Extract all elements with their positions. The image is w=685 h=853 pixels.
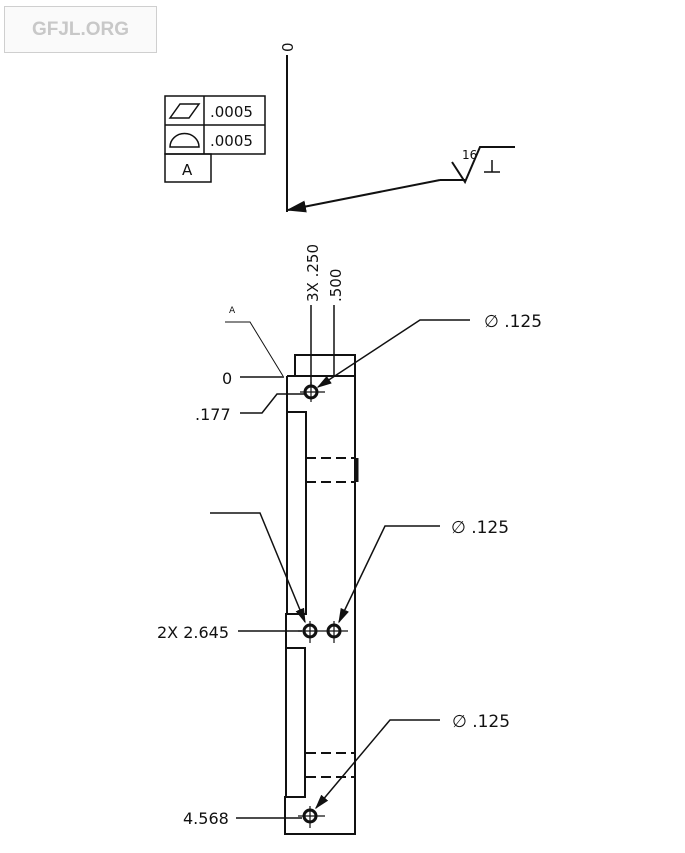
profile-value: .0005 xyxy=(210,132,253,150)
datum-reference: A xyxy=(182,161,193,179)
hole-callout: ∅ .125 xyxy=(484,312,542,332)
datum-label: A xyxy=(229,306,236,316)
dimension-177: .177 xyxy=(195,405,231,424)
watermark: GFJL.ORG xyxy=(4,6,157,53)
surface-finish-icon xyxy=(451,146,515,185)
part-outline xyxy=(284,354,359,835)
hole-callout: ∅ .125 xyxy=(452,712,510,732)
dimension-4568: 4.568 xyxy=(183,809,229,828)
dimension-2x-2645: 2X 2.645 xyxy=(157,623,229,642)
dimension-3x-250: 3X .250 xyxy=(304,244,322,302)
holes xyxy=(302,384,342,824)
dimension-500: .500 xyxy=(327,269,345,302)
surface-finish-leader xyxy=(286,179,441,213)
dimension-0: 0 xyxy=(222,369,232,388)
hidden-lines xyxy=(306,457,355,778)
flatness-icon xyxy=(168,103,201,119)
surface-finish-value: 16 xyxy=(462,148,477,162)
flatness-value: .0005 xyxy=(210,103,253,121)
hole-callout: ∅ .125 xyxy=(451,518,509,538)
datum-a-leader xyxy=(225,321,284,377)
ordinate-zero-top: 0 xyxy=(279,42,297,52)
profile-of-surface-icon xyxy=(169,132,200,148)
